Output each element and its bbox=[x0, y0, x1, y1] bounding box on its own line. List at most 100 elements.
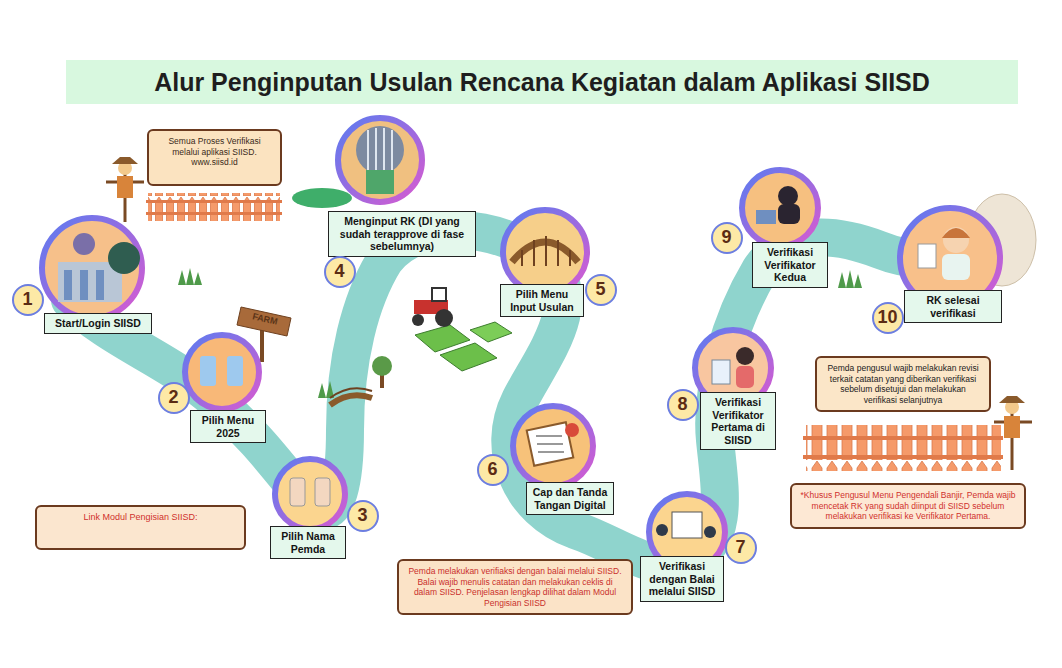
step-box: 7Verifikasi dengan Balai melalui SIISD bbox=[640, 556, 724, 602]
icon-stripe bbox=[64, 270, 72, 300]
sign-label: FARM bbox=[241, 309, 288, 329]
fence-rail bbox=[803, 436, 1003, 440]
icon-circle bbox=[338, 118, 422, 202]
callout-number: 7 bbox=[725, 532, 757, 564]
title-bar: Alur Penginputan Usulan Rencana Kegiatan… bbox=[66, 60, 1018, 104]
icon-body bbox=[942, 254, 970, 280]
icon-gate bbox=[227, 356, 243, 386]
icon-head bbox=[736, 347, 754, 365]
step-label: Pilih Menu Input Usulan bbox=[506, 288, 578, 313]
grass-tuft bbox=[178, 268, 202, 285]
grass-tuft bbox=[318, 381, 334, 398]
title: Alur Penginputan Usulan Rencana Kegiatan… bbox=[154, 68, 930, 97]
note-text: Semua Proses Verifikasi melalui aplikasi… bbox=[156, 136, 273, 168]
icon bbox=[503, 210, 587, 294]
note-text: Pemda pengusul wajib melakukan revisi te… bbox=[824, 363, 982, 405]
note-text: *Khusus Pengusul Menu Pengendali Banjir,… bbox=[799, 490, 1017, 522]
icon-circle bbox=[275, 459, 345, 529]
note-text: Pemda melakukan verifiaksi dengan balai … bbox=[406, 566, 624, 608]
step-box: 10RK selesai verifikasi bbox=[904, 290, 1002, 323]
step-label: Cap dan Tanda Tangan Digital bbox=[532, 486, 608, 511]
step-box: 6Cap dan Tanda Tangan Digital bbox=[526, 482, 614, 515]
step-label: Start/Login SIISD bbox=[50, 317, 146, 330]
icon-paper bbox=[918, 244, 936, 268]
info-note: Pemda pengusul wajib melakukan revisi te… bbox=[815, 356, 991, 412]
icon-circle bbox=[513, 406, 593, 486]
step-box: 2Pilih Menu 2025 bbox=[190, 410, 266, 443]
callout-number: 5 bbox=[585, 274, 617, 306]
info-note: Pemda melakukan verifiaksi dengan balai … bbox=[397, 559, 633, 615]
tractor bbox=[412, 288, 453, 327]
fence-rail bbox=[803, 455, 1003, 459]
icon-person bbox=[656, 524, 668, 536]
icon-bridge-posts bbox=[522, 236, 570, 266]
icon-gate bbox=[290, 478, 305, 506]
info-note: Semua Proses Verifikasi melalui aplikasi… bbox=[147, 129, 282, 186]
icon-body bbox=[778, 204, 800, 224]
icon bbox=[185, 335, 259, 409]
icon bbox=[338, 118, 422, 202]
callout-number: 2 bbox=[158, 382, 190, 414]
icon-stripe bbox=[96, 270, 104, 300]
icon-head bbox=[943, 227, 969, 253]
icon-body bbox=[736, 366, 754, 388]
callout-number: 10 bbox=[872, 302, 904, 334]
icon-stamp bbox=[565, 423, 579, 437]
bridge bbox=[330, 388, 372, 405]
scarecrow-shirt bbox=[117, 176, 133, 198]
callout-number: 6 bbox=[477, 454, 509, 486]
icon-water bbox=[366, 170, 394, 194]
step-label: Pilih Menu 2025 bbox=[196, 414, 260, 439]
pond bbox=[292, 188, 352, 208]
bridge-deck bbox=[330, 395, 372, 405]
icon-tree bbox=[108, 242, 140, 274]
step-box: 5Pilih Menu Input Usulan bbox=[500, 284, 584, 317]
step-box: 8Verifikasi Verifikator Pertama di SIISD bbox=[700, 392, 776, 450]
scarecrow-hat bbox=[112, 157, 138, 164]
scarecrow-shirt bbox=[1004, 416, 1020, 438]
step-label: Pilih Nama Pemda bbox=[276, 530, 340, 555]
tree bbox=[372, 356, 392, 388]
icon-hair bbox=[942, 228, 970, 238]
scarecrow bbox=[106, 157, 144, 222]
callout-number: 3 bbox=[347, 500, 379, 532]
tractor-wheel bbox=[412, 314, 424, 326]
icon bbox=[42, 218, 142, 318]
icon-person bbox=[704, 526, 716, 538]
step-box: 1Start/Login SIISD bbox=[44, 313, 152, 334]
icon-circle bbox=[503, 210, 587, 294]
icon-grate-bars bbox=[368, 128, 392, 172]
link-note: Link Modul Pengisian SIISD: bbox=[35, 505, 246, 550]
icon-gate bbox=[315, 478, 330, 506]
fence-rail bbox=[146, 200, 282, 203]
icon-gate bbox=[200, 356, 216, 386]
note-text: Link Modul Pengisian SIISD: bbox=[44, 512, 237, 524]
icon-circle bbox=[42, 218, 142, 318]
icon-bolt bbox=[73, 233, 95, 255]
callout-number: 1 bbox=[12, 284, 44, 316]
icon bbox=[275, 459, 345, 529]
warning-note: *Khusus Pengusul Menu Pengendali Banjir,… bbox=[790, 483, 1026, 529]
icon-circle bbox=[185, 335, 259, 409]
icon-head bbox=[778, 186, 798, 206]
step-box: 4Menginput RK (DI yang sudah terapprove … bbox=[328, 211, 476, 257]
step-box: 9Verifikasi Verifikator Kedua bbox=[752, 242, 828, 288]
scarecrow-hat bbox=[999, 396, 1025, 403]
bridge-rail bbox=[330, 388, 372, 398]
callout-number: 9 bbox=[711, 222, 743, 254]
tractor-cab bbox=[432, 288, 446, 301]
grass-tuft bbox=[838, 270, 862, 288]
icon bbox=[742, 170, 818, 246]
step-label: Verifikasi Verifikator Kedua bbox=[758, 246, 822, 284]
fence bbox=[806, 425, 1001, 471]
fence-rail bbox=[146, 212, 282, 215]
icon-board bbox=[672, 512, 702, 538]
icon-paper bbox=[712, 360, 730, 384]
tree-crown bbox=[372, 356, 392, 376]
icon bbox=[513, 406, 593, 486]
icon-grate bbox=[356, 126, 404, 174]
step-label: Verifikasi dengan Balai melalui SIISD bbox=[646, 560, 718, 598]
icon-circle bbox=[742, 170, 818, 246]
